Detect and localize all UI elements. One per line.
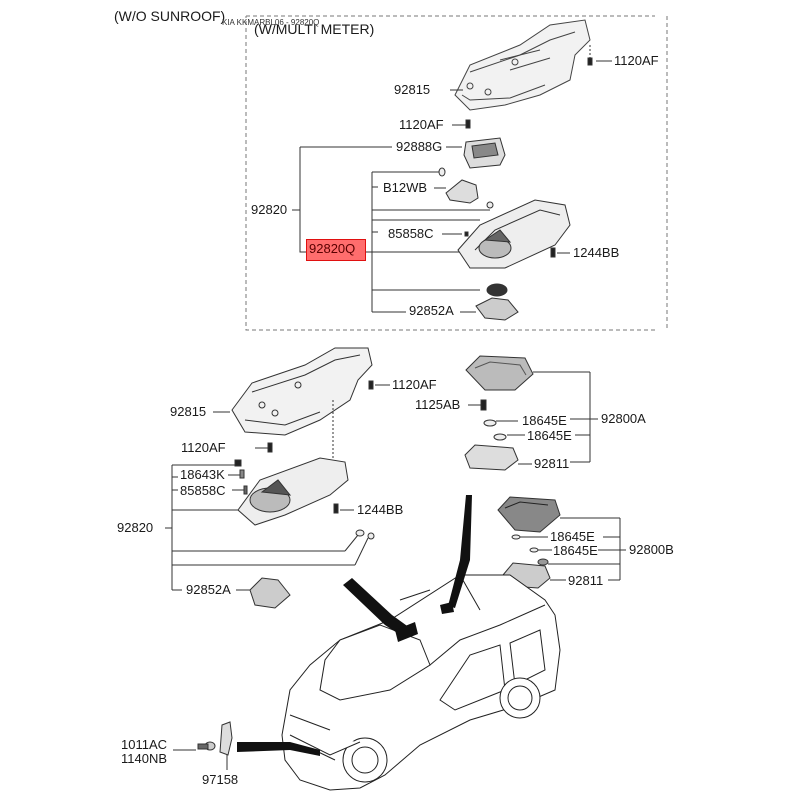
multi-meter-unit [463, 137, 506, 169]
part-label-92852a-lower[interactable]: 92852A [186, 582, 231, 597]
lamp-cover-lower [249, 577, 291, 609]
part-label-92852a-upper[interactable]: 92852A [409, 303, 454, 318]
part-label-1244bb-upper[interactable]: 1244BB [573, 245, 620, 260]
part-label-18645e-b1[interactable]: 18645E [550, 529, 595, 544]
part-label-1140nb[interactable]: 1140NB [121, 751, 168, 766]
part-label-1244bb-lower[interactable]: 1244BB [357, 502, 404, 517]
part-label-18645e-a1[interactable]: 18645E [522, 413, 567, 428]
part-label-85858c-lower[interactable]: 85858C [180, 483, 226, 498]
part-label-1120af-upper-mid[interactable]: 1120AF [399, 117, 444, 132]
bolt-icon [465, 119, 471, 129]
part-label-92800b[interactable]: 92800B [629, 542, 674, 557]
sensor-bracket [197, 721, 233, 756]
part-label-92820-lower[interactable]: 92820 [117, 520, 154, 535]
lamp-cover-upper [475, 297, 519, 321]
part-label-92811-a[interactable]: 92811 [534, 456, 570, 471]
highlighted-part-box[interactable] [306, 239, 366, 261]
part-label-85858c-upper[interactable]: 85858C [388, 226, 434, 241]
part-label-1125ab[interactable]: 1125AB [415, 397, 461, 412]
part-label-b12wb[interactable]: B12WB [383, 180, 428, 195]
part-label-18645e-b2[interactable]: 18645E [553, 543, 598, 558]
roof-panel-upper [454, 19, 591, 111]
map-lamp-b [497, 496, 561, 533]
bolt-icon [587, 57, 593, 66]
part-label-92800a[interactable]: 92800A [601, 411, 646, 426]
part-label-92820q[interactable]: 92820Q [309, 241, 356, 256]
part-label-1120af-lower-left[interactable]: 1120AF [181, 440, 226, 455]
header-without-sunroof: (W/O SUNROOF) [114, 8, 226, 24]
part-label-92820-upper[interactable]: 92820 [251, 202, 288, 217]
bulb-holder-upper [438, 167, 494, 209]
roof-panel-lower [231, 347, 373, 436]
screw-icon [550, 247, 556, 258]
header-with-multi-meter: (W/MULTI METER) [254, 21, 375, 37]
part-label-92811-b[interactable]: 92811 [568, 573, 604, 588]
part-label-18643k[interactable]: 18643K [180, 467, 225, 482]
lens-a [464, 444, 519, 471]
part-label-1011ac[interactable]: 1011AC [121, 737, 168, 752]
part-label-1120af-lower-right[interactable]: 1120AF [392, 377, 437, 392]
map-lamp-a [465, 355, 534, 391]
suv-outline-icon [281, 574, 561, 791]
callout-pointers [237, 495, 472, 756]
catalog-reference: KIA KKMARBL06 - 92820Q [222, 18, 320, 27]
overhead-console-upper [457, 199, 571, 269]
part-label-1120af-upper-top[interactable]: 1120AF [614, 53, 659, 68]
part-label-92815-upper[interactable]: 92815 [394, 82, 431, 97]
overhead-console-lower [237, 457, 349, 526]
multi-meter-frame [245, 15, 668, 331]
part-label-97158[interactable]: 97158 [202, 772, 239, 787]
part-label-92888g[interactable]: 92888G [396, 139, 443, 154]
part-label-18645e-a2[interactable]: 18645E [527, 428, 572, 443]
part-label-92815-lower[interactable]: 92815 [170, 404, 207, 419]
